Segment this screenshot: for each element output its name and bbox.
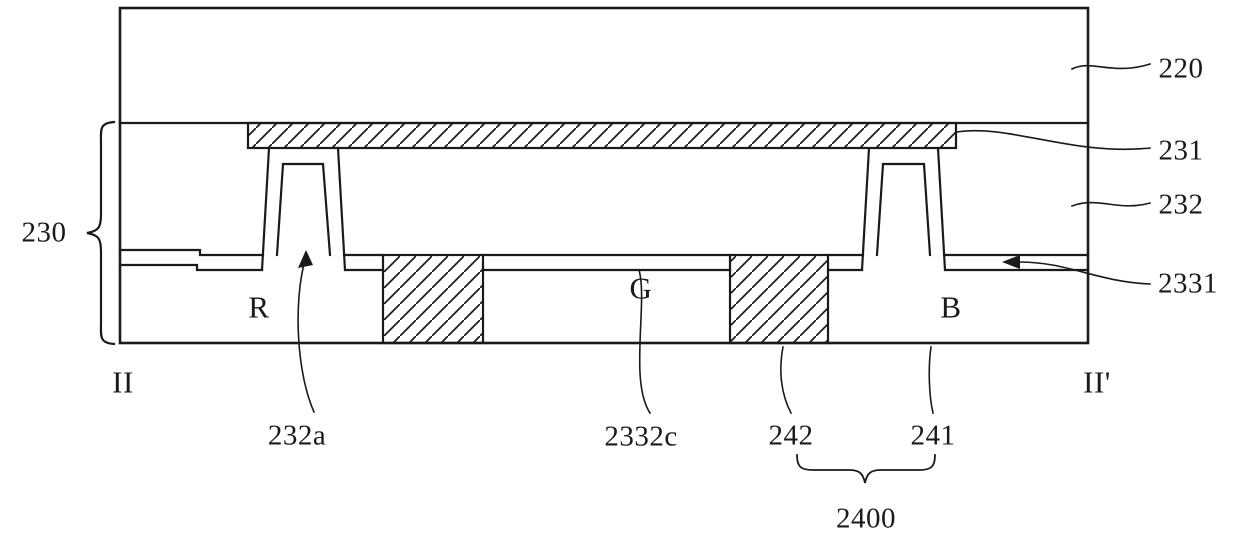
leader-2331 [1019, 261, 1151, 285]
label-232a: 232a [267, 419, 327, 452]
label-section-right: II' [1083, 364, 1111, 400]
label-231: 231 [1158, 134, 1204, 167]
label-2400: 2400 [836, 502, 896, 535]
thin-layer-2331 [118, 248, 1090, 272]
leader-220 [1070, 62, 1152, 71]
leader-241 [928, 346, 934, 414]
label-2331: 2331 [1158, 267, 1218, 300]
brace-2400 [796, 454, 936, 484]
label-242: 242 [768, 419, 814, 452]
label-230: 230 [21, 216, 67, 249]
leader-lines [297, 62, 1152, 415]
label-section-left: II [112, 364, 134, 400]
arrowhead-2331 [1002, 255, 1020, 269]
leader-231 [956, 129, 1151, 151]
leader-242 [780, 346, 793, 415]
leader-232a [297, 259, 316, 414]
label-region-g: G [629, 270, 653, 306]
label-232: 232 [1158, 188, 1204, 221]
hatched-blocks [381, 253, 830, 345]
label-region-b: B [940, 289, 962, 325]
brace-230 [86, 120, 116, 346]
right-pillar [860, 146, 947, 272]
label-region-r: R [248, 289, 270, 325]
leader-2332c [638, 269, 652, 415]
leader-232 [1070, 201, 1151, 208]
label-241: 241 [910, 419, 956, 452]
label-220: 220 [1158, 52, 1204, 85]
label-2332c: 2332c [604, 420, 678, 453]
arrowhead-232a [298, 250, 313, 268]
left-pillar [260, 146, 347, 272]
hatched-layer-231 [246, 121, 958, 150]
